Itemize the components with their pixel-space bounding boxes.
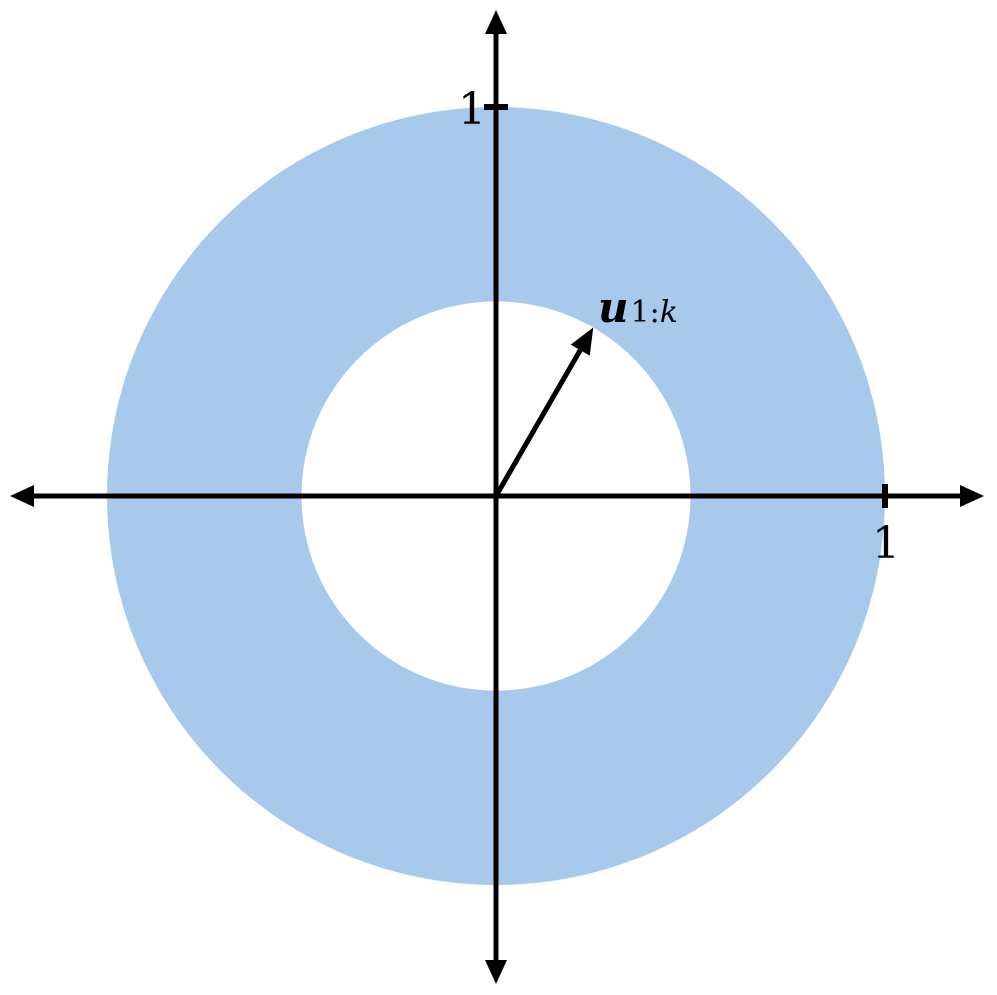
vector-u-symbol: u [598,283,629,332]
y-axis-top-arrow [485,10,507,34]
x-axis-right-arrow [960,485,984,507]
x-axis-tick-label: 1 [872,518,900,569]
annulus-ring [107,107,885,885]
vector-u-label: u1:k [598,283,678,332]
y-axis-tick-label: 1 [458,84,486,135]
y-axis-bottom-arrow [485,960,507,984]
vector-u-arrowhead [570,327,594,356]
vector-u-subscript-index: 1: [631,295,660,330]
vector-u-arrow [493,348,583,498]
x-axis-left-arrow [10,485,34,507]
vector-u-subscript-var: k [660,295,678,330]
